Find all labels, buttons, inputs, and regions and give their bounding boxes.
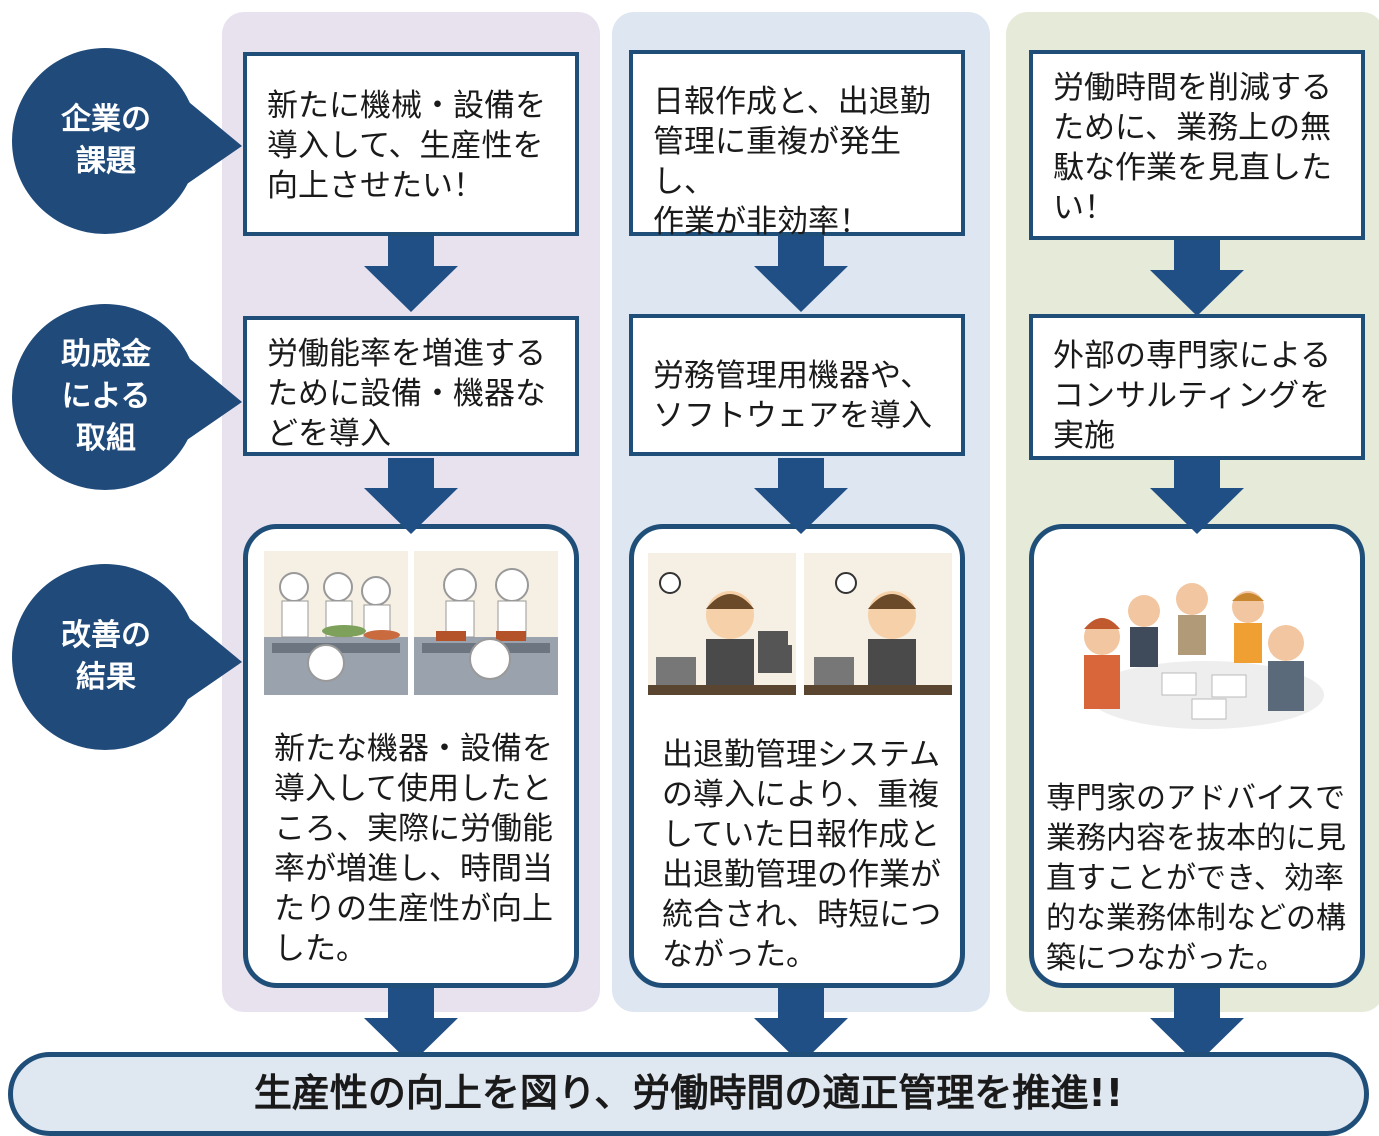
challenge-box-consulting: 労働時間を削減する ために、業務上の無 駄な作業を見直した い！ [1029,50,1365,240]
down-arrow-icon [754,988,848,1064]
result-text-software: 出退勤管理システム の導入により、重複 していた日報作成と 出退勤管理の作業が … [662,737,942,973]
result-text-consulting: 専門家のアドバイスで 業務内容を抜本的に見 直すことができ、効率 的な業務体制な… [1046,781,1346,976]
down-arrow-icon [1150,240,1244,316]
challenge-box-software: 日報作成と、出退勤 管理に重複が発生し、 作業が非効率！ [629,50,965,240]
row-label-result-text: 改善の 結果 [61,618,151,695]
row-label-challenge-text: 企業の 課題 [61,102,151,179]
result-box-consulting: 専門家のアドバイスで 業務内容を抜本的に見 直すことができ、効率 的な業務体制な… [1029,524,1365,988]
down-arrow-icon [754,458,848,534]
down-arrow-icon [1150,458,1244,534]
consulting-meeting-illustration [1084,583,1324,729]
factory-workers-illustration [264,551,558,695]
row-label-result: 改善の 結果 [8,562,242,752]
initiative-box-equipment: 労働能率を増進する ために設備・機器な どを導入 [243,316,579,456]
row-label-initiative-text: 助成金 による 取組 [61,337,151,456]
result-text-equipment: 新たな機器・設備を 導入して使用したと ころ、実際に労働能 率が増進し、時間当 … [274,731,553,967]
result-box-software: 出退勤管理システム の導入により、重複 していた日報作成と 出退勤管理の作業が … [629,524,965,988]
initiative-box-software: 労務管理用機器や、 ソフトウェアを導入 [629,314,965,456]
down-arrow-icon [754,236,848,312]
conclusion-banner: 生産性の向上を図り、労働時間の適正管理を推進!! [8,1052,1369,1136]
initiative-box-consulting: 外部の専門家による コンサルティングを 実施 [1029,314,1365,460]
down-arrow-icon [364,236,458,312]
row-label-initiative: 助成金 による 取組 [8,302,242,492]
result-box-equipment: 新たな機器・設備を 導入して使用したと ころ、実際に労働能 率が増進し、時間当 … [243,524,579,988]
down-arrow-icon [364,988,458,1064]
down-arrow-icon [364,458,458,534]
speech-bubble-icon [12,564,242,750]
speech-bubble-icon [12,304,242,490]
down-arrow-icon [1150,988,1244,1064]
office-worker-illustration [648,553,952,695]
row-label-challenge: 企業の 課題 [8,46,242,236]
challenge-box-equipment: 新たに機械・設備を 導入して、生産性を 向上させたい！ [243,52,579,236]
speech-bubble-icon [12,48,242,234]
